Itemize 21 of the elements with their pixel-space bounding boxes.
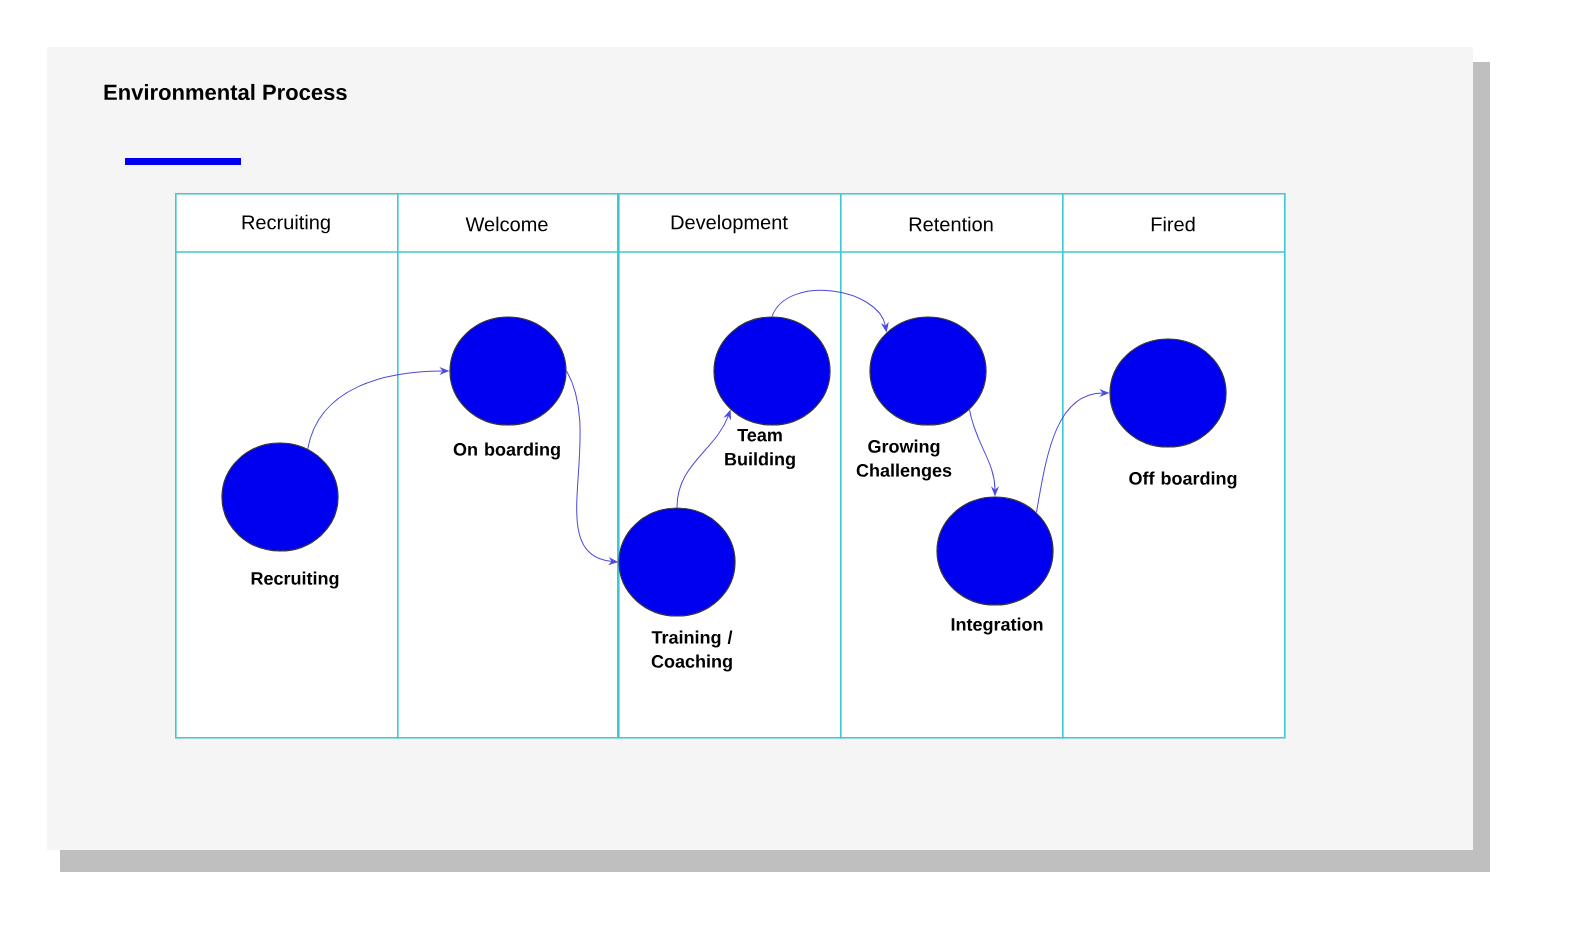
node-label: On boarding: [453, 442, 560, 460]
node-label: Growing Challenges: [856, 439, 952, 481]
circle-node: Growing Challenges: [856, 316, 987, 481]
node-label: Training / Coaching: [651, 630, 733, 672]
circle-node: On boarding: [449, 316, 567, 460]
arrow: [968, 409, 999, 496]
node-label: Integration: [951, 617, 1043, 635]
circle-node: Team Building: [713, 316, 831, 470]
node-label: Recruiting: [251, 571, 339, 589]
arrow: [1035, 389, 1109, 513]
arrow: [566, 370, 618, 565]
circle-node: Off boarding: [1109, 338, 1237, 489]
circle-node: Integration: [936, 496, 1054, 635]
title: Environmental Process: [104, 83, 347, 101]
circle-node: Recruiting: [221, 442, 339, 589]
arrow: [771, 289, 889, 332]
node-label: Team Building: [725, 428, 795, 470]
arrow: [307, 367, 449, 450]
circle-node: Training / Coaching: [618, 507, 736, 672]
node-label: Off boarding: [1129, 471, 1237, 489]
arrow: [676, 410, 731, 508]
